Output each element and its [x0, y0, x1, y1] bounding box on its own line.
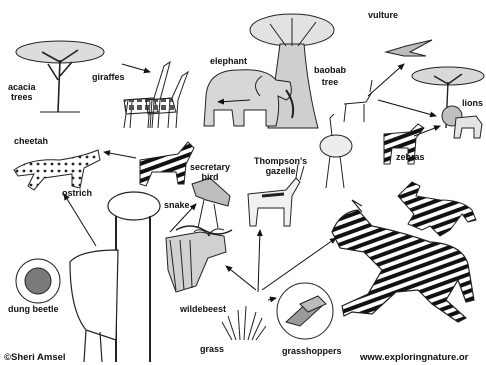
lions-picture	[442, 106, 482, 138]
arrow-grass-to-grasshoppers	[268, 298, 276, 300]
zebra-middle-picture	[140, 142, 194, 186]
website-text: www.exploringnature.or	[360, 352, 468, 363]
label-elephant: elephant	[210, 56, 247, 66]
label-baobab-tree: baobab tree	[314, 64, 346, 88]
label-snake: snake	[164, 200, 190, 210]
dung-beetle-picture	[16, 259, 60, 303]
wildebeest-picture	[166, 229, 226, 292]
cheetah-picture	[14, 150, 100, 190]
label-secretary-bird: secretary bird	[190, 162, 230, 182]
arrow-grass-to-zebra	[262, 238, 336, 290]
label-acacia-trees: acacia trees	[8, 82, 36, 102]
label-zebras: zebras	[396, 152, 425, 162]
giraffes-picture	[124, 62, 188, 128]
grass-picture	[222, 306, 266, 340]
arrow-gazelle-to-vulture	[368, 64, 404, 96]
gazelle-small-picture	[344, 80, 372, 122]
vulture-picture	[386, 40, 432, 56]
label-wildebeest: wildebeest	[180, 304, 226, 314]
arrow-zebra-to-cheetah	[104, 152, 136, 158]
arrow-ostrich-to-cheetah	[64, 194, 96, 246]
copyright-text: ©Sheri Amsel	[4, 352, 66, 363]
label-dung-beetle: dung beetle	[8, 304, 59, 314]
arrow-gazelle-to-lions	[378, 100, 436, 116]
ostrich-small-picture	[320, 114, 352, 188]
arrow-acacia-to-giraffes	[122, 64, 150, 72]
label-thompsons-gazelle: Thompson's gazelle	[254, 156, 307, 176]
arrow-grass-to-wildebeest	[226, 266, 256, 290]
label-giraffes: giraffes	[92, 72, 125, 82]
label-grasshoppers: grasshoppers	[282, 346, 342, 356]
secretary-bird-picture	[192, 178, 230, 228]
label-vulture: vulture	[368, 10, 398, 20]
label-lions: lions	[462, 98, 483, 108]
ostrich-large-picture	[70, 192, 160, 362]
label-cheetah: cheetah	[14, 136, 48, 146]
arrow-grass-to-gazelle	[258, 230, 260, 292]
zebra-running-picture	[398, 182, 476, 236]
label-ostrich: ostrich	[62, 188, 92, 198]
grasshoppers-picture	[277, 283, 333, 339]
label-grass: grass	[200, 344, 224, 354]
